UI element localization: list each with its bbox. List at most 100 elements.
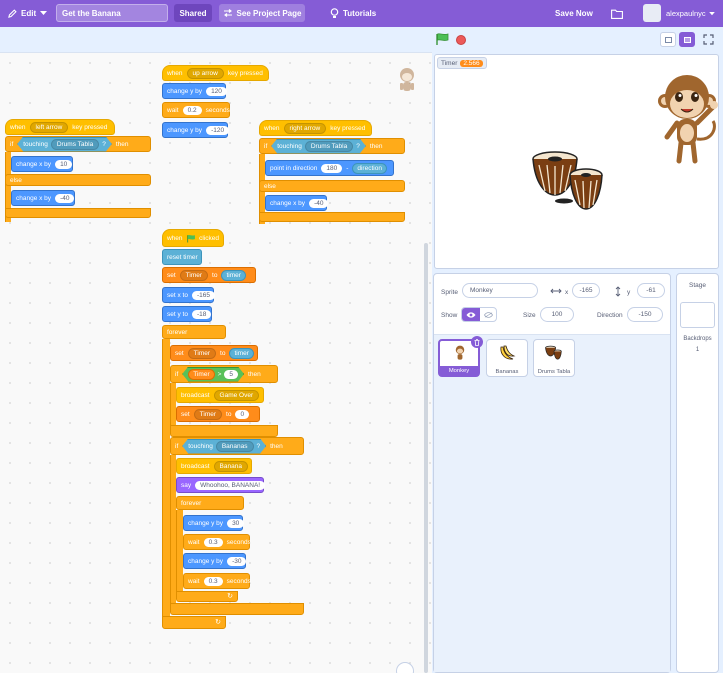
backdrop-thumbnail[interactable] xyxy=(680,302,715,328)
account-menu[interactable]: alexpaulnyc xyxy=(666,0,715,27)
change-y-input[interactable]: -120 xyxy=(206,125,230,135)
greater-than-condition[interactable]: Timer > 5 xyxy=(182,367,244,382)
variable-dropdown[interactable]: Timer xyxy=(187,347,217,359)
change-y-block[interactable]: change y by -120 xyxy=(162,122,230,138)
set-variable-block[interactable]: set Timer to 0 xyxy=(176,406,260,422)
say-input[interactable]: Whoohoo, BANANA! xyxy=(195,480,266,490)
monkey-sprite[interactable] xyxy=(657,67,719,167)
change-y-block[interactable]: change y by -30 xyxy=(183,553,247,569)
set-y-input[interactable]: -18 xyxy=(191,309,212,319)
direction-reporter[interactable]: direction xyxy=(352,162,387,174)
save-now-button[interactable]: Save Now xyxy=(555,0,593,27)
when-key-pressed-block[interactable]: when up arrow key pressed xyxy=(162,65,269,81)
when-key-pressed-block[interactable]: when left arrow key pressed xyxy=(5,119,115,135)
tutorials-button[interactable]: Tutorials xyxy=(330,0,376,27)
small-stage-button[interactable] xyxy=(660,32,676,47)
compare-input[interactable]: 5 xyxy=(224,370,238,379)
block-text: key pressed xyxy=(330,124,366,132)
forever-block[interactable]: forever xyxy=(162,325,226,339)
change-x-block[interactable]: change x by -40 xyxy=(11,190,75,206)
stop-icon[interactable] xyxy=(456,35,466,45)
green-flag-icon[interactable] xyxy=(436,33,449,45)
broadcast-block[interactable]: broadcast Banana xyxy=(176,458,252,474)
stage-target-pane[interactable]: Stage Backdrops 1 xyxy=(676,273,719,673)
show-hidden-button[interactable] xyxy=(480,308,496,321)
change-y-input[interactable]: -30 xyxy=(227,556,247,566)
say-block[interactable]: say Whoohoo, BANANA! xyxy=(176,477,266,493)
touching-dropdown[interactable]: Drums Tabla xyxy=(305,141,353,152)
change-x-block[interactable]: change x by -40 xyxy=(265,195,329,211)
set-variable-block[interactable]: set Timer to timer xyxy=(170,345,258,361)
variable-dropdown[interactable]: Timer xyxy=(193,408,223,420)
forever-block[interactable]: forever xyxy=(176,496,244,510)
direction-input[interactable]: 180 xyxy=(321,163,343,173)
wait-input[interactable]: 0.2 xyxy=(182,105,202,115)
touching-condition[interactable]: touching Bananas ? xyxy=(182,439,266,454)
set-x-block[interactable]: set x to -165 xyxy=(162,287,215,303)
set-y-block[interactable]: set y to -18 xyxy=(162,306,212,322)
code-area[interactable]: when left arrow key pressed if touching … xyxy=(0,52,432,673)
key-dropdown[interactable]: up arrow xyxy=(186,67,224,79)
touching-condition[interactable]: touching Drums Tabla ? xyxy=(17,137,112,152)
timer-variable-reporter[interactable]: Timer xyxy=(188,369,214,380)
wait-block[interactable]: wait 0.3 seconds xyxy=(183,534,251,550)
if-block[interactable]: if Timer > 5 then xyxy=(170,365,278,383)
change-y-block[interactable]: change y by 120 xyxy=(162,83,227,99)
y-input[interactable]: -61 xyxy=(637,283,665,298)
variable-dropdown[interactable]: Timer xyxy=(179,269,209,281)
set-value-input[interactable]: 0 xyxy=(235,409,250,419)
fullscreen-icon[interactable] xyxy=(703,34,714,45)
user-avatar[interactable] xyxy=(643,4,661,22)
change-y-block[interactable]: change y by 30 xyxy=(183,515,245,531)
key-dropdown[interactable]: left arrow xyxy=(29,121,69,133)
key-dropdown[interactable]: right arrow xyxy=(283,122,327,134)
change-x-input[interactable]: 10 xyxy=(55,159,73,169)
wait-input[interactable]: 0.3 xyxy=(203,576,223,586)
wait-block[interactable]: wait 0.3 seconds xyxy=(183,573,251,589)
timer-reporter[interactable]: timer xyxy=(229,347,254,359)
set-x-input[interactable]: -165 xyxy=(191,290,215,300)
code-scrollbar[interactable] xyxy=(424,243,428,673)
size-input[interactable]: 100 xyxy=(540,307,574,322)
sprite-thumb-monkey[interactable]: Monkey xyxy=(438,336,483,377)
zoom-in-button[interactable] xyxy=(396,662,414,673)
point-in-direction-block[interactable]: point in direction 180 - direction xyxy=(265,160,394,176)
sprite-thumb-bananas[interactable]: Bananas xyxy=(486,339,528,377)
wait-input[interactable]: 0.3 xyxy=(203,537,223,547)
delete-sprite-button[interactable] xyxy=(471,336,483,348)
x-input[interactable]: -165 xyxy=(572,283,600,298)
reset-timer-block[interactable]: reset timer xyxy=(162,249,202,265)
if-else-block[interactable]: if touching Drums Tabla ? then xyxy=(259,138,405,154)
stage[interactable]: Timer 2.566 xyxy=(434,54,719,269)
drums-tabla-sprite[interactable] xyxy=(531,147,609,217)
wait-block[interactable]: wait 0.2 seconds xyxy=(162,102,230,118)
direction-input[interactable]: -150 xyxy=(627,307,663,322)
if-else-block[interactable]: if touching Drums Tabla ? then xyxy=(5,136,151,152)
change-x-input[interactable]: -40 xyxy=(55,193,75,203)
show-toggle[interactable] xyxy=(461,307,497,322)
my-stuff-button[interactable] xyxy=(611,0,623,27)
edit-menu[interactable]: Edit xyxy=(8,0,48,27)
touching-dropdown[interactable]: Bananas xyxy=(216,441,254,452)
touching-dropdown[interactable]: Drums Tabla xyxy=(51,139,99,150)
sprite-name-input[interactable]: Monkey xyxy=(462,283,538,298)
change-x-block[interactable]: change x by 10 xyxy=(11,156,73,172)
broadcast-block[interactable]: broadcast Game Over xyxy=(176,387,264,403)
message-dropdown[interactable]: Game Over xyxy=(213,389,260,401)
message-dropdown[interactable]: Banana xyxy=(213,460,248,472)
see-project-page-button[interactable]: See Project Page xyxy=(219,4,305,22)
if-block[interactable]: if touching Bananas ? then xyxy=(170,437,304,455)
project-title-input[interactable]: Get the Banana xyxy=(56,4,168,22)
sprite-thumb-drums-tabla[interactable]: Drums Tabla xyxy=(533,339,575,377)
change-x-input[interactable]: -40 xyxy=(309,198,329,208)
change-y-input[interactable]: 30 xyxy=(227,518,245,528)
set-variable-block[interactable]: set Timer to timer xyxy=(162,267,256,283)
touching-condition[interactable]: touching Drums Tabla ? xyxy=(271,139,366,154)
timer-reporter[interactable]: timer xyxy=(221,269,246,281)
large-stage-button[interactable] xyxy=(679,32,695,47)
change-y-input[interactable]: 120 xyxy=(206,86,227,96)
show-visible-button[interactable] xyxy=(462,308,480,321)
shared-button[interactable]: Shared xyxy=(174,4,212,22)
when-key-pressed-block[interactable]: when right arrow key pressed xyxy=(259,120,372,136)
when-flag-clicked-block[interactable]: when clicked xyxy=(162,229,224,247)
